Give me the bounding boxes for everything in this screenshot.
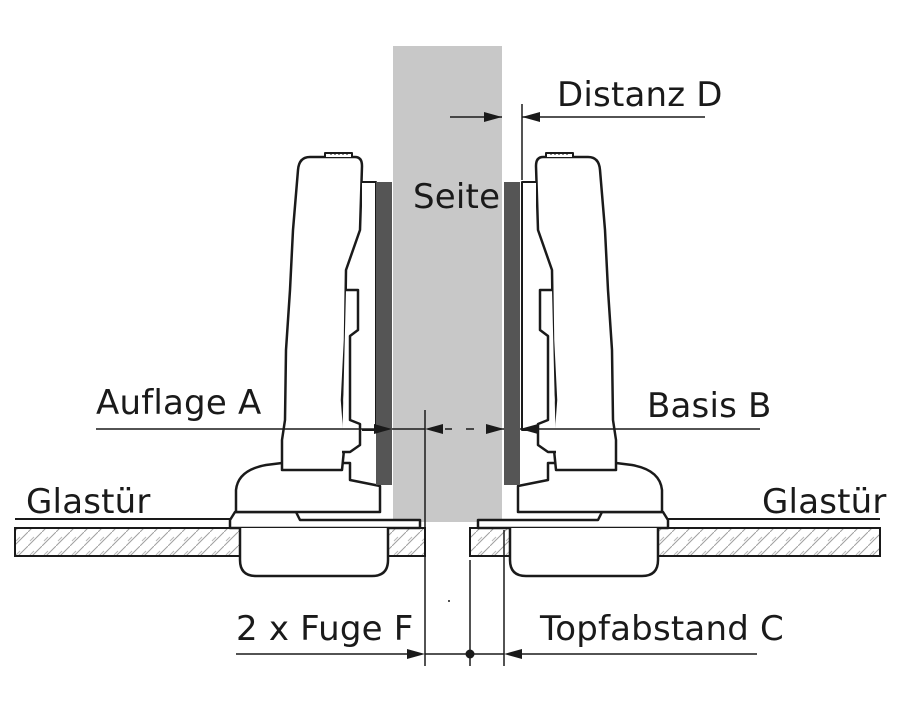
distance-d-dimension: [450, 104, 705, 180]
glass-door-left-label: Glastür: [26, 482, 151, 522]
overlay-a-label: Auflage A: [96, 383, 262, 423]
base-b-label: Basis B: [647, 386, 772, 426]
hinge-right: [476, 152, 670, 578]
joint-cup-dimension: [236, 530, 757, 666]
side-label: Seite: [413, 177, 501, 217]
overlay-base-dimension: [96, 410, 760, 666]
mounting-strip-left: [376, 182, 392, 485]
side-panel: [393, 46, 502, 522]
joint-f-label: 2 x Fuge F: [236, 609, 414, 649]
distance-d-label: Distanz D: [557, 75, 723, 115]
mounting-strip-right: [504, 182, 520, 485]
hinge-left: [228, 152, 422, 578]
glass-door-right-label: Glastür: [762, 482, 887, 522]
cup-distance-c-label: Topfabstand C: [540, 609, 784, 649]
